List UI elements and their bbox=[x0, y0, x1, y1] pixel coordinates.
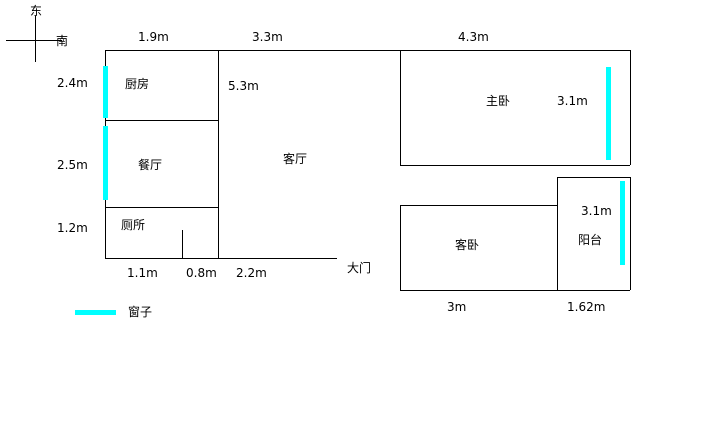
main-door-label: 大门 bbox=[347, 261, 372, 275]
dim-left-toilet: 1.2m bbox=[57, 221, 88, 235]
dim-living-height: 5.3m bbox=[228, 79, 259, 93]
wall-master-left bbox=[400, 50, 401, 165]
compass-horizontal-line bbox=[6, 40, 62, 41]
master-bedroom-window bbox=[606, 67, 611, 160]
legend-window-label: 窗子 bbox=[128, 305, 153, 319]
wall-balcony-top bbox=[557, 177, 630, 178]
room-label-master: 主卧 bbox=[486, 94, 511, 108]
dim-left-kitchen: 2.4m bbox=[57, 76, 88, 90]
wall-living-left bbox=[218, 50, 219, 258]
compass-vertical-line bbox=[35, 16, 36, 62]
room-label-toilet: 厕所 bbox=[121, 218, 146, 232]
dim-top-living: 3.3m bbox=[252, 30, 283, 44]
room-label-dining: 餐厅 bbox=[138, 158, 163, 172]
wall-top bbox=[105, 50, 630, 51]
wall-master-bottom bbox=[400, 165, 630, 166]
wall-bottom-right bbox=[400, 290, 630, 291]
dim-balcony-width: 1.62m bbox=[567, 300, 606, 314]
dim-top-master: 4.3m bbox=[458, 30, 489, 44]
compass-east-label: 东 bbox=[30, 4, 43, 18]
wall-bottom-left bbox=[105, 258, 337, 259]
room-label-living: 客厅 bbox=[283, 152, 308, 166]
wall-guest-balcony-divider bbox=[557, 177, 558, 290]
wall-kitchen-bottom bbox=[105, 120, 218, 121]
wall-right-upper bbox=[630, 50, 631, 165]
dim-master-window: 3.1m bbox=[557, 94, 588, 108]
dim-bottom-seg1: 1.1m bbox=[127, 266, 158, 280]
room-label-balcony: 阳台 bbox=[578, 233, 603, 247]
compass-south-label: 南 bbox=[56, 34, 69, 48]
wall-guest-top bbox=[400, 205, 557, 206]
legend-window-swatch bbox=[75, 310, 116, 315]
dim-bottom-seg2: 0.8m bbox=[186, 266, 217, 280]
dim-bottom-seg3: 2.2m bbox=[236, 266, 267, 280]
dim-guest-width: 3m bbox=[447, 300, 467, 314]
wall-dining-bottom bbox=[105, 207, 218, 208]
wall-guest-left bbox=[400, 205, 401, 290]
balcony-window bbox=[620, 181, 625, 265]
dim-left-dining: 2.5m bbox=[57, 158, 88, 172]
room-label-guest: 客卧 bbox=[455, 238, 480, 252]
wall-toilet-partition bbox=[182, 230, 183, 258]
dim-balcony-window: 3.1m bbox=[581, 204, 612, 218]
wall-right-lower bbox=[630, 177, 631, 290]
room-label-kitchen: 厨房 bbox=[125, 77, 150, 91]
kitchen-window bbox=[103, 66, 108, 118]
dining-window bbox=[103, 126, 108, 200]
dim-top-kitchen: 1.9m bbox=[138, 30, 169, 44]
